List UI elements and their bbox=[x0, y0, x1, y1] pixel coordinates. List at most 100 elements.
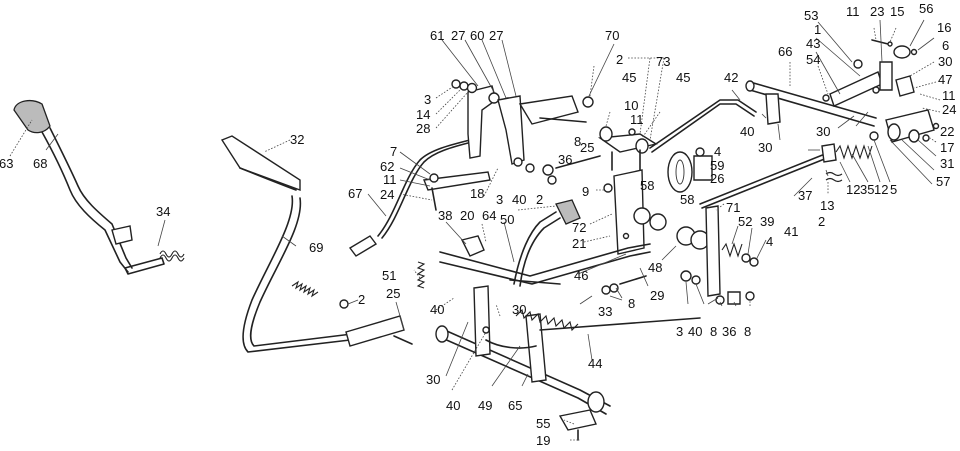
block-57 bbox=[885, 109, 940, 143]
callout-34: 34 bbox=[156, 204, 170, 219]
callout-30: 30 bbox=[426, 372, 440, 387]
callout-8: 8 bbox=[574, 134, 581, 149]
callout-15: 15 bbox=[890, 4, 904, 19]
callout-4: 4 bbox=[766, 234, 773, 249]
callout-35: 35 bbox=[860, 182, 874, 197]
callout-18: 18 bbox=[470, 186, 484, 201]
cap-56 bbox=[871, 39, 918, 59]
callout-11: 11 bbox=[942, 88, 956, 103]
callout-30: 30 bbox=[758, 140, 772, 155]
callout-59: 59 bbox=[710, 158, 724, 173]
callout-43: 43 bbox=[806, 36, 820, 51]
callout-27: 27 bbox=[489, 28, 503, 43]
shaft-65 bbox=[435, 325, 611, 441]
shaft-brackets bbox=[473, 285, 547, 383]
callout-66: 66 bbox=[778, 44, 792, 59]
callout-3: 3 bbox=[676, 324, 683, 339]
callout-9: 9 bbox=[582, 184, 589, 199]
callout-3: 3 bbox=[424, 92, 431, 107]
callout-48: 48 bbox=[648, 260, 662, 275]
rod-69 bbox=[242, 195, 373, 353]
callout-19: 19 bbox=[536, 433, 550, 448]
callout-70: 70 bbox=[605, 28, 619, 43]
callout-12: 12 bbox=[846, 182, 860, 197]
callout-6: 6 bbox=[942, 38, 949, 53]
callout-44: 44 bbox=[588, 356, 602, 371]
cable-67 bbox=[291, 139, 473, 298]
callout-32: 32 bbox=[290, 132, 304, 147]
callout-72: 72 bbox=[572, 220, 586, 235]
callout-54: 54 bbox=[806, 52, 820, 67]
callout-69: 69 bbox=[309, 240, 323, 255]
callout-56: 56 bbox=[919, 1, 933, 16]
callout-23: 23 bbox=[870, 4, 884, 19]
callout-2: 2 bbox=[818, 214, 825, 229]
callout-13: 13 bbox=[820, 198, 834, 213]
callout-71: 71 bbox=[726, 200, 740, 215]
callout-49: 49 bbox=[478, 398, 492, 413]
callout-40: 40 bbox=[740, 124, 754, 139]
callout-17: 17 bbox=[940, 140, 954, 155]
callout-2: 2 bbox=[536, 192, 543, 207]
callout-52: 52 bbox=[738, 214, 752, 229]
pedal-arm-68 bbox=[41, 127, 165, 275]
shaft-66 bbox=[745, 80, 877, 127]
callout-60: 60 bbox=[470, 28, 484, 43]
callout-39: 39 bbox=[760, 214, 774, 229]
lever-62 bbox=[423, 171, 491, 211]
callout-40: 40 bbox=[512, 192, 526, 207]
callout-46: 46 bbox=[574, 268, 588, 283]
callout-22: 22 bbox=[940, 124, 954, 139]
callout-37: 37 bbox=[798, 188, 812, 203]
callout-53: 53 bbox=[804, 8, 818, 23]
callout-30: 30 bbox=[816, 124, 830, 139]
callout-11: 11 bbox=[630, 112, 644, 127]
knob-50 bbox=[555, 199, 581, 225]
brake-pedal-32 bbox=[220, 135, 301, 192]
callout-65: 65 bbox=[508, 398, 522, 413]
callout-64: 64 bbox=[482, 208, 496, 223]
callout-26: 26 bbox=[710, 171, 724, 186]
callout-55: 55 bbox=[536, 416, 550, 431]
rod-41 bbox=[699, 151, 833, 209]
spring-35 bbox=[821, 131, 879, 183]
callout-12: 12 bbox=[874, 182, 888, 197]
callout-63: 63 bbox=[0, 156, 13, 171]
bolt-cluster-36 bbox=[513, 155, 613, 193]
callout-45: 45 bbox=[622, 70, 636, 85]
callout-21: 21 bbox=[572, 236, 586, 251]
callout-14: 14 bbox=[416, 107, 430, 122]
link-25 bbox=[339, 299, 413, 347]
pin-bracket-73 bbox=[598, 126, 658, 171]
callout-11: 11 bbox=[383, 172, 397, 187]
cam-58 bbox=[667, 147, 713, 193]
callout-41: 41 bbox=[784, 224, 798, 239]
callout-30: 30 bbox=[938, 54, 952, 69]
callout-38: 38 bbox=[438, 208, 452, 223]
callout-25: 25 bbox=[386, 286, 400, 301]
lever-38 bbox=[460, 235, 485, 257]
callout-40: 40 bbox=[446, 398, 460, 413]
callout-31: 31 bbox=[940, 156, 954, 171]
callout-36: 36 bbox=[722, 324, 736, 339]
callout-51: 51 bbox=[382, 268, 396, 283]
spring-33 bbox=[515, 275, 647, 332]
plate-71 bbox=[705, 205, 759, 297]
plate-72 bbox=[613, 169, 645, 255]
pedal-pad-63 bbox=[13, 99, 51, 134]
rod-44 bbox=[539, 317, 701, 331]
callout-8: 8 bbox=[744, 324, 751, 339]
callout-8: 8 bbox=[710, 324, 717, 339]
callout-57: 57 bbox=[936, 174, 950, 189]
callout-45: 45 bbox=[676, 70, 690, 85]
callout-40: 40 bbox=[688, 324, 702, 339]
callout-33: 33 bbox=[598, 304, 612, 319]
callout-42: 42 bbox=[724, 70, 738, 85]
callout-50: 50 bbox=[500, 212, 514, 227]
callout-73: 73 bbox=[656, 54, 670, 69]
shaft-46 bbox=[439, 243, 651, 285]
callout-1: 1 bbox=[814, 22, 821, 37]
callout-16: 16 bbox=[937, 20, 951, 35]
